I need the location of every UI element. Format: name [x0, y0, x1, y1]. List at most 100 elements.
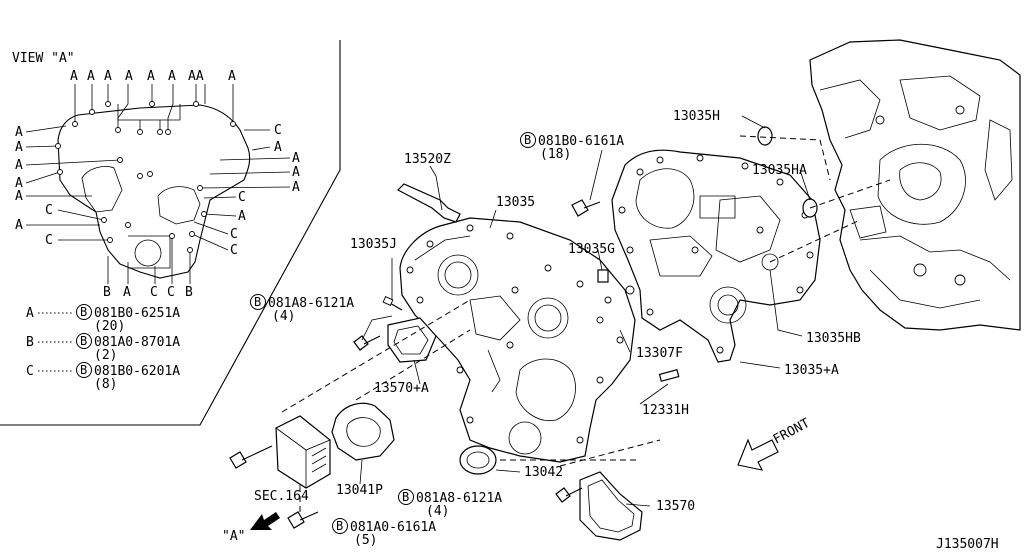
label-a: A — [15, 125, 23, 140]
svg-text:B: B — [336, 519, 343, 533]
assembly-dashed-lines — [281, 135, 891, 512]
svg-text:081B0-6161A: 081B0-6161A — [538, 134, 624, 149]
view-a-crank-seal — [134, 239, 162, 267]
label-13042: 13042 — [524, 465, 563, 480]
label-c: C — [167, 285, 175, 300]
label-b: B — [103, 285, 111, 300]
view-a-right-labels: C A A A A C A C C — [230, 123, 300, 258]
engine-block-illustration — [809, 39, 1021, 331]
label-a: A — [147, 69, 155, 84]
legend-row-b: B B 081A0-8701A (2) — [26, 333, 180, 363]
label-a: A — [15, 176, 23, 191]
label-view-a-ref: "A" — [222, 529, 245, 544]
svg-text:(18): (18) — [540, 147, 571, 162]
svg-text:081B0-6201A: 081B0-6201A — [94, 364, 180, 379]
label-a: A — [292, 180, 300, 195]
dowel-13035j — [382, 295, 403, 311]
front-arrow — [737, 438, 779, 471]
label-sec164: SEC.164 — [254, 489, 309, 504]
bolt-081a8-6121a-top — [353, 335, 381, 351]
oil-seal-13042 — [459, 445, 497, 475]
part-leader-lines — [299, 115, 811, 507]
bolt-081a0-6161a — [287, 511, 319, 529]
label-c: C — [238, 190, 246, 205]
label-c: C — [230, 243, 238, 258]
svg-text:081A8-6121A: 081A8-6121A — [268, 296, 354, 311]
module-sec164 — [275, 415, 331, 489]
label-a: A — [15, 140, 23, 155]
svg-text:(8): (8) — [94, 377, 117, 392]
label-13035hb: 13035HB — [806, 331, 861, 346]
svg-text:(2): (2) — [94, 348, 117, 363]
label-c: C — [45, 233, 53, 248]
legend-row-a: A B 081B0-6251A (20) — [26, 304, 180, 334]
view-a-bolt-points — [55, 101, 236, 253]
svg-text:B: B — [80, 334, 87, 348]
front-cover-bolt-holes — [406, 224, 624, 444]
svg-text:081A0-8701A: 081A0-8701A — [94, 335, 180, 350]
bolt-081b0-6161a — [571, 199, 601, 217]
bolt-left-lower — [229, 445, 273, 469]
label-a: A — [238, 209, 246, 224]
svg-text:B: B — [26, 335, 34, 350]
label-a: A — [168, 69, 176, 84]
view-a-lower-bracket — [128, 235, 171, 269]
pin-12331h — [658, 369, 680, 382]
svg-text:081B0-6251A: 081B0-6251A — [94, 306, 180, 321]
label-13035g: 13035G — [568, 242, 615, 257]
cam-opening-right — [527, 297, 569, 339]
label-a: A — [15, 189, 23, 204]
svg-text:B: B — [80, 305, 87, 319]
label-13570a: 13570+A — [374, 381, 429, 396]
svg-text:B: B — [254, 295, 261, 309]
label-bolt-081a0-6161a: B 081A0-6161A (5) — [332, 518, 436, 548]
water-pump-13041p — [331, 402, 395, 461]
svg-text:(4): (4) — [426, 504, 449, 519]
rear-timing-cover — [611, 149, 821, 363]
front-timing-cover — [399, 217, 636, 463]
label-bolt-081a8-6121a-bottom: B 081A8-6121A (4) — [398, 489, 502, 519]
cam-opening-left — [437, 254, 479, 296]
label-13035ha: 13035HA — [752, 163, 807, 178]
label-a: A — [70, 69, 78, 84]
label-front: FRONT — [771, 416, 813, 448]
bolt-081a8-6121a-bottom — [555, 487, 583, 503]
svg-text:C: C — [26, 364, 34, 379]
gasket-13570a — [387, 317, 437, 363]
label-a: A — [228, 69, 236, 84]
label-a: A — [15, 158, 23, 173]
label-bolt-081a8-6121a-top: B 081A8-6121A (4) — [250, 294, 354, 324]
label-12331h: 12331H — [642, 403, 689, 418]
label-a: A — [125, 69, 133, 84]
inset-border — [0, 40, 341, 426]
gasket-13570 — [579, 471, 643, 541]
view-a-title: VIEW "A" — [12, 51, 75, 66]
oil-level-gauge-guide — [397, 175, 461, 223]
label-c: C — [230, 227, 238, 242]
label-a: A — [123, 285, 131, 300]
view-a-inset: VIEW "A" A A A A A A AA A A A A A A C A … — [0, 40, 341, 426]
view-a-inner-pocket — [81, 166, 123, 213]
svg-text:B: B — [524, 133, 531, 147]
label-13035: 13035 — [496, 195, 535, 210]
svg-text:(20): (20) — [94, 319, 125, 334]
part-labels: 13520Z 13035 13035J B 081A8-6121A (4) B … — [222, 109, 999, 552]
label-13570: 13570 — [656, 499, 695, 514]
svg-text:(5): (5) — [354, 533, 377, 548]
view-a-cover-outline — [57, 104, 251, 279]
label-c: C — [150, 285, 158, 300]
label-aa: AA — [188, 69, 204, 84]
label-c: C — [45, 203, 53, 218]
label-13041p: 13041P — [336, 483, 383, 498]
label-a: A — [104, 69, 112, 84]
label-bolt-081b0-6161a: B 081B0-6161A (18) — [520, 132, 624, 162]
label-13035h: 13035H — [673, 109, 720, 124]
view-a-bottom-labels: B A C C B — [103, 285, 193, 300]
part-13035g — [597, 269, 635, 295]
view-a-leader-lines — [25, 84, 291, 284]
label-b: B — [185, 285, 193, 300]
label-a: A — [274, 140, 282, 155]
view-a-left-labels: A A A A A C A C — [15, 125, 53, 248]
label-a: A — [15, 218, 23, 233]
